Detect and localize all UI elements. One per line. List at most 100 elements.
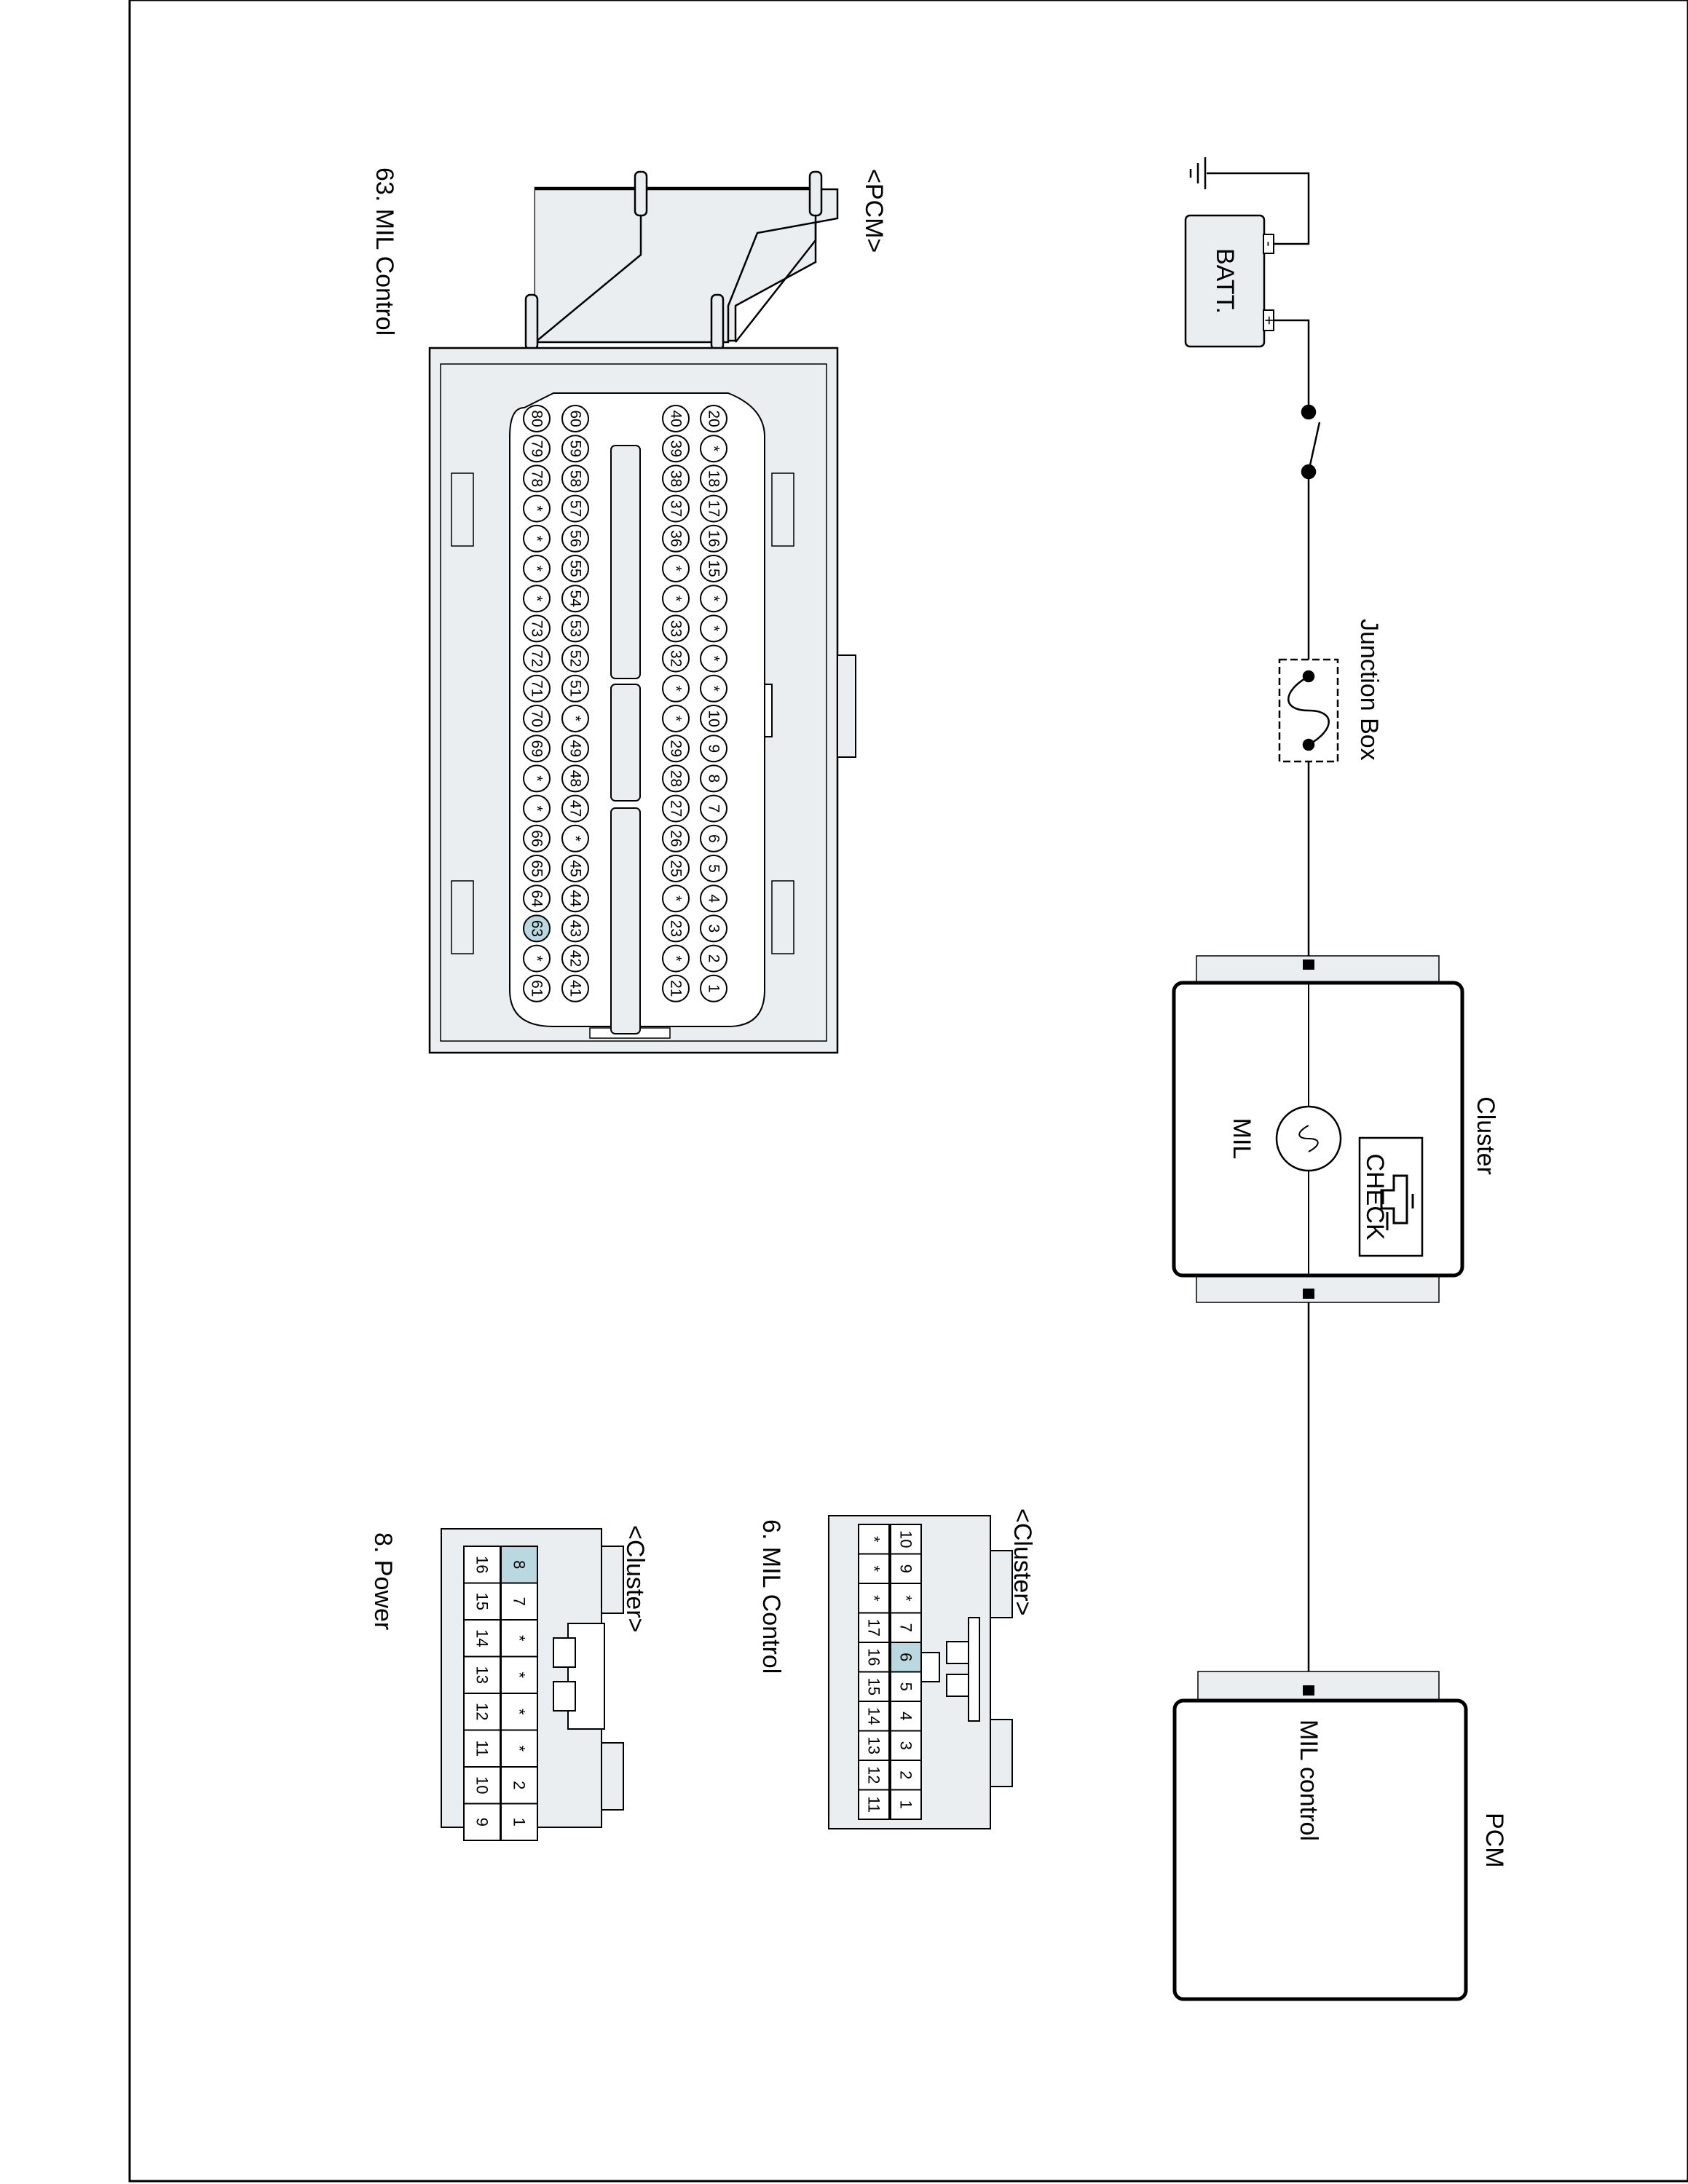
cluster-mil-pin-14 [858,1701,890,1732]
pcm-pin-21 [662,974,690,1002]
cluster-mil-pin-label: 4 [897,1712,915,1720]
pcm-pin-unused [662,944,690,973]
pcm-pin-label: 2 [706,954,722,963]
pcm-pin-26 [662,824,690,852]
ground-icon [1189,157,1207,189]
pcm-pin-10 [700,705,727,732]
pcm-pin-60 [561,405,589,432]
cluster-mil-pin-2 [890,1760,922,1791]
pcm-pin-47 [561,794,589,823]
pcm-pin-42 [561,944,589,973]
pcm-pin-label: 58 [567,470,584,487]
pcm-pin-16 [700,524,727,553]
pcm-pin-label: 41 [567,980,584,997]
cluster-label: Cluster [1472,1096,1499,1175]
pcm-pin-label: * [529,566,545,571]
pcm-connector-header: <PCM> [860,169,888,253]
pcm-pin-unused [523,555,551,582]
pcm-pin-label: 69 [529,740,545,757]
pcm-pin-label: 25 [668,860,685,877]
pcm-pin-unused [523,585,551,613]
pcm-pin-65 [523,855,551,882]
pcm-pin-label: 63 [529,920,545,937]
pcm-pin-label: 17 [706,500,722,517]
pcm-pin-label: 28 [668,770,685,787]
pcm-pin-label: 80 [529,410,545,427]
pcm-pin-56 [561,524,589,553]
pcm-pin-label: 60 [567,410,584,427]
engine-icon [1380,1174,1414,1230]
pcm-pin-label: * [668,596,685,601]
pcm-pin-label: 42 [567,950,584,967]
pcm-pin-label: * [706,446,722,451]
pcm-pin-63 [523,914,551,943]
cluster-power-pin-label: * [510,1671,529,1678]
pcm-pin-label: 18 [706,470,722,487]
pcm-pin-70 [523,705,551,732]
cluster-mil-pin-label: 7 [897,1623,915,1632]
pcm-pin-53 [561,614,589,643]
pcm-pin-label: 33 [668,620,685,637]
cluster-power-pin-label: 15 [473,1593,492,1610]
pcm-pin-label: * [706,625,722,631]
pcm-pin-label: * [529,596,545,601]
pcm-pin-label: * [529,506,545,512]
pcm-pin-label: 54 [567,590,584,608]
mil-control-label: MIL control [1295,1720,1322,1841]
pcm-pin-label: * [567,716,584,721]
cluster-mil-pin-label: 9 [897,1564,915,1573]
pcm-pin-label: 48 [567,770,584,787]
cluster-power-caption: 8. Power [369,1532,397,1630]
cluster-mil-pin-label: 11 [865,1796,883,1813]
cluster-power-pin-label: 8 [510,1560,529,1569]
pcm-pin-unused [662,585,690,613]
pcm-pin-label: 78 [529,470,545,487]
pcm-pin-25 [662,855,690,882]
pcm-pin-unused [700,644,727,673]
ignition-switch-icon [1301,404,1321,480]
pcm-pin-39 [662,435,690,463]
pcm-pin-38 [662,464,690,493]
pcm-pin-label: * [706,686,722,692]
pcm-pin-18 [700,464,727,493]
cluster-power-pin-14 [463,1619,501,1658]
battery: - + BATT. [1184,214,1279,348]
pcm-pin-54 [561,585,589,613]
cluster-mil-pin-16 [858,1642,890,1673]
cluster-mil-caption: 6. MIL Control [757,1519,785,1674]
cluster-power-pin-8 [500,1546,538,1584]
pcm-pin-20 [700,405,727,432]
pcm-pin-label: 66 [529,830,545,847]
cluster-power-pin-label: 14 [473,1629,492,1647]
pcm-pin-79 [523,435,551,463]
pcm-pin-64 [523,885,551,913]
cluster-power-pin-1 [500,1803,538,1841]
pcm-pin-49 [561,735,589,763]
pcm-pin-52 [561,644,589,673]
pcm-pin-unused [523,764,551,793]
pcm-pin-label: 45 [567,860,584,877]
cluster-power-pin-label: 7 [510,1597,529,1606]
pcm-pin-label: 21 [668,980,685,997]
pcm-pin-23 [662,914,690,943]
pcm-pin-6 [700,824,727,852]
pcm-pin-unused [662,885,690,913]
pcm-pin-unused [523,524,551,553]
pcm-pin-33 [662,614,690,643]
cluster-mil-pin-label: 17 [865,1619,883,1637]
pcm-pin-unused [523,794,551,823]
pcm-pin-4 [700,885,727,913]
battery-minus-label: - [1261,241,1279,246]
pcm-pin-3 [700,914,727,943]
pcm-pin-label: 57 [567,500,584,517]
pcm-pin-label: 38 [668,470,685,487]
pcm-pin-unused [700,614,727,643]
pcm-pin-69 [523,735,551,763]
pcm-pin-label: 5 [706,864,722,873]
pcm-pin-label: 70 [529,710,545,727]
pcm-pin-44 [561,885,589,913]
junction-box-label: Junction Box [1355,619,1383,761]
cluster-power-pin-9 [463,1803,501,1841]
